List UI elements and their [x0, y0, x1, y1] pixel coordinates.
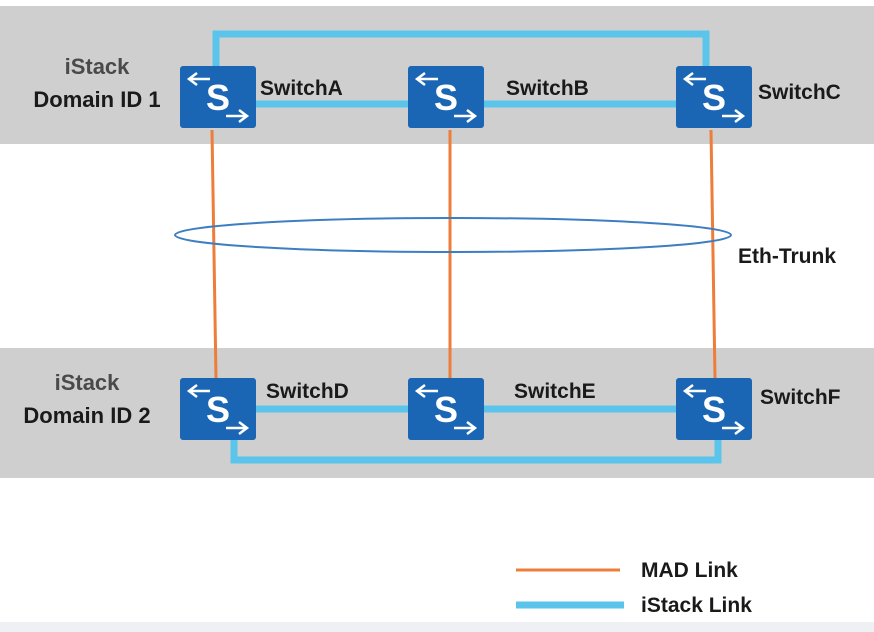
- switch-letter-c: S: [702, 77, 726, 118]
- legend-mad-label: MAD Link: [641, 559, 738, 582]
- eth-trunk-label: Eth-Trunk: [738, 245, 836, 268]
- mad-link-a-d: [210, 129, 218, 379]
- domain2-name: Domain ID 2: [23, 403, 151, 428]
- footer-strip: [0, 622, 874, 632]
- domain1-product: iStack: [64, 54, 130, 79]
- switch-letter-f: S: [702, 389, 726, 430]
- switch-label-e: SwitchE: [514, 380, 596, 403]
- switch-letter-e: S: [434, 389, 458, 430]
- istack-link-bottom-ring: [230, 438, 722, 464]
- mad-links: [210, 129, 717, 379]
- switch-label-a: SwitchA: [260, 77, 343, 100]
- switch-label-d: SwitchD: [266, 380, 349, 403]
- switch-label-b: SwitchB: [506, 77, 589, 100]
- switch-letter-a: S: [206, 77, 230, 118]
- domain2-product: iStack: [54, 370, 120, 395]
- mad-link-c-f: [709, 129, 717, 379]
- domain2-label: iStack Domain ID 2: [2, 366, 172, 432]
- legend-istack-label: iStack Link: [641, 594, 752, 617]
- switch-letter-b: S: [434, 77, 458, 118]
- istack-link-top-ring: [212, 30, 710, 68]
- eth-trunk-ellipse: [174, 217, 732, 253]
- domain1-label: iStack Domain ID 1: [12, 50, 182, 116]
- domain1-name: Domain ID 1: [33, 87, 161, 112]
- istack-links: [212, 30, 722, 464]
- switch-label-f: SwitchF: [760, 386, 841, 409]
- switch-label-c: SwitchC: [758, 81, 841, 104]
- switch-letter-d: S: [206, 389, 230, 430]
